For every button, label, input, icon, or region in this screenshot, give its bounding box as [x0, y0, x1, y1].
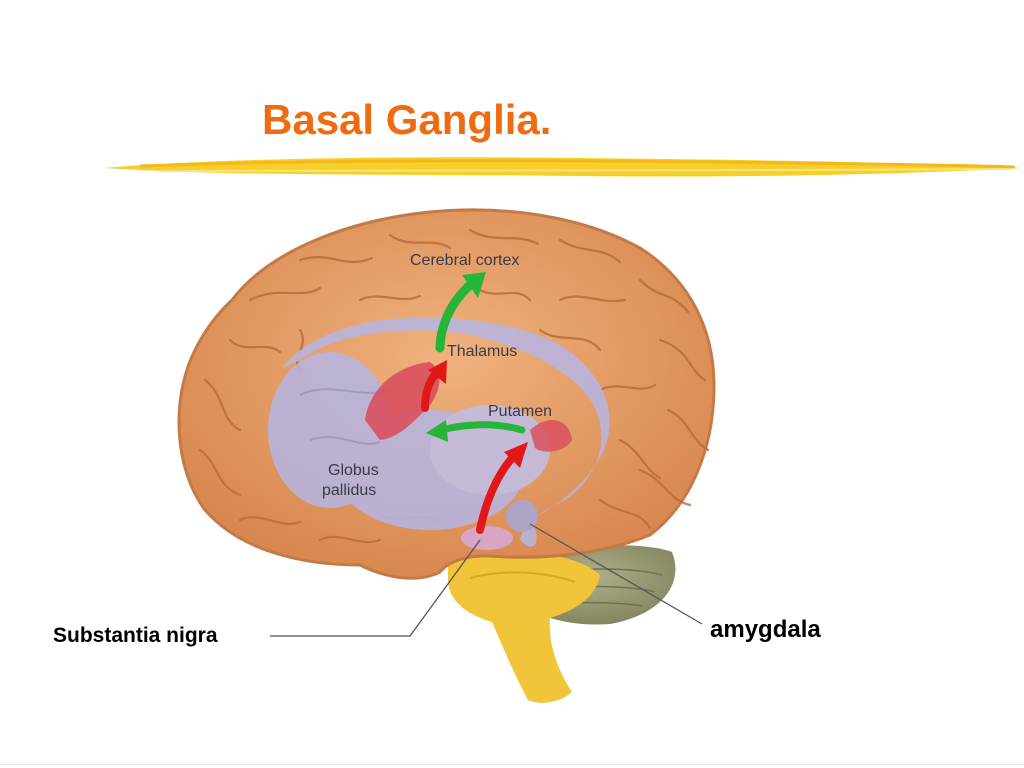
- label-globus: Globus: [328, 462, 379, 479]
- green-arrow-to-globus: [426, 420, 526, 442]
- thalamus: [365, 362, 572, 452]
- callout-substantia-nigra: Substantia nigra: [53, 624, 218, 647]
- label-putamen: Putamen: [488, 403, 553, 420]
- brainstem: [448, 553, 600, 703]
- red-arrow-to-thalamus: [421, 360, 447, 412]
- red-arrow-to-putamen: [476, 442, 528, 534]
- callout-amygdala: amygdala: [710, 616, 821, 643]
- green-arrow-to-cortex: [435, 272, 486, 353]
- substantia-nigra-region: [461, 526, 513, 550]
- slide-title: Basal Ganglia.: [262, 96, 552, 143]
- label-thalamus: Thalamus: [447, 343, 518, 360]
- label-cerebral-cortex: Cerebral cortex: [410, 252, 520, 269]
- amygdala-leader-line: [529, 523, 703, 625]
- substantia-nigra-leader-line: [270, 539, 481, 637]
- bottom-divider: [0, 764, 1024, 765]
- title-underline: [104, 157, 1020, 177]
- label-pallidus: pallidus: [322, 482, 377, 499]
